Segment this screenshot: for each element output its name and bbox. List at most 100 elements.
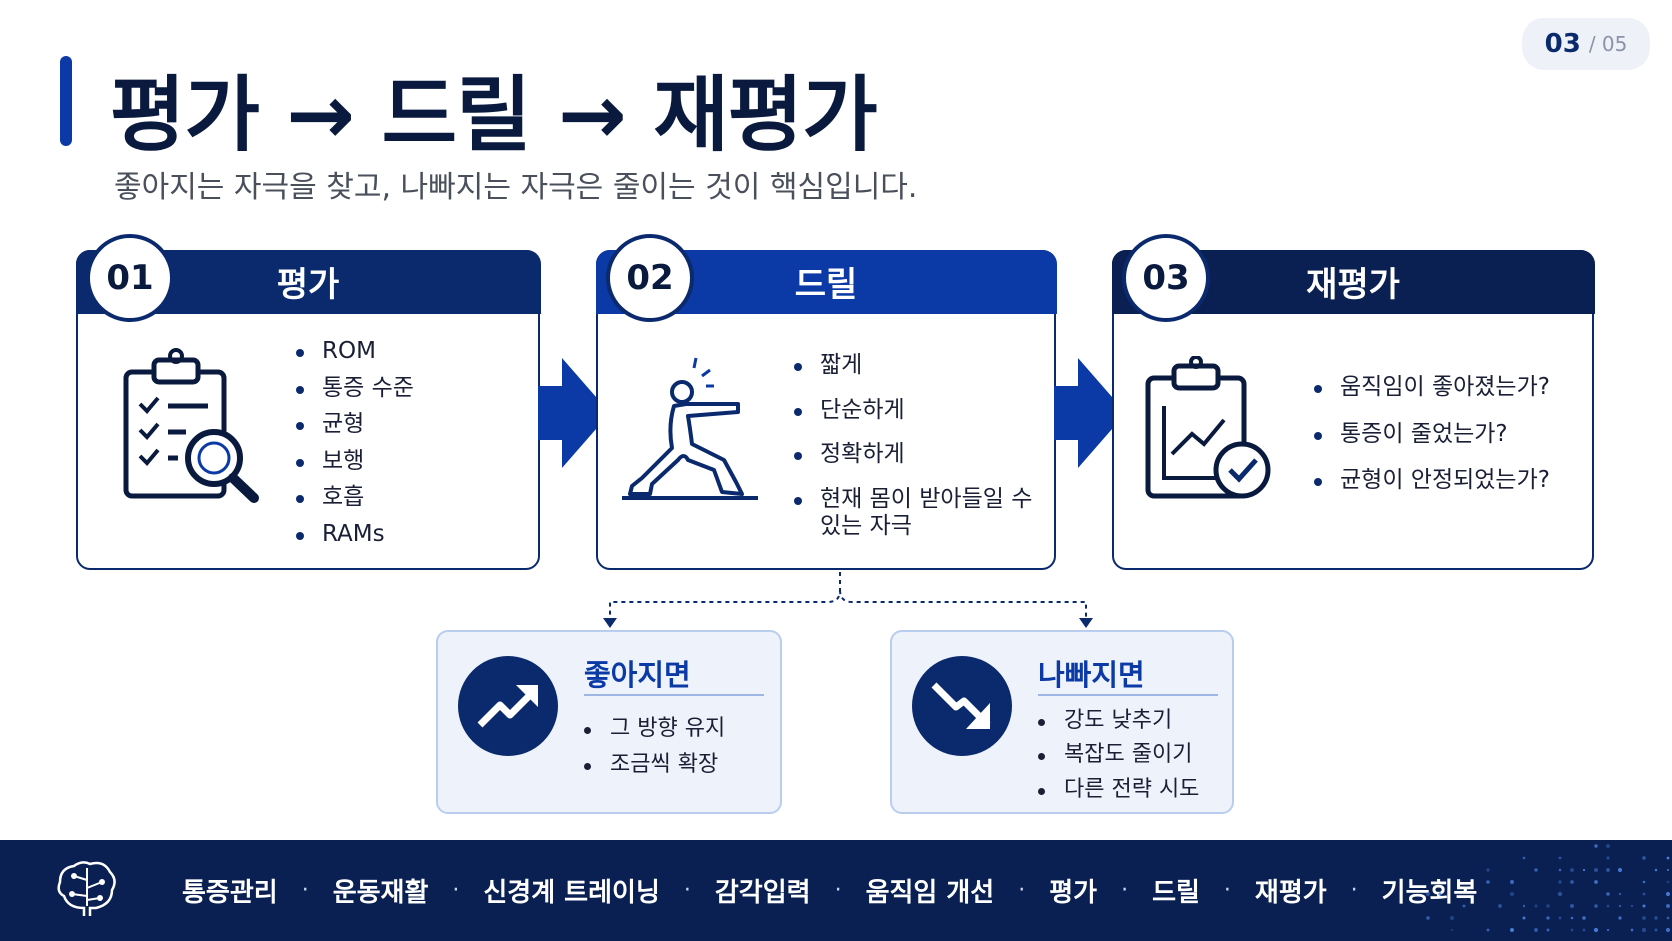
list-item: 그 방향 유지 — [584, 716, 725, 742]
decorative-dot — [1594, 844, 1597, 847]
clipboard-checklist-magnifier-icon — [122, 348, 262, 508]
decorative-dot — [1547, 929, 1550, 932]
outcome-items-list: 강도 낮추기 복잡도 줄이기 다른 전략 시도 — [1038, 708, 1199, 811]
decorative-dot — [1606, 868, 1610, 872]
decorative-dot — [1546, 916, 1549, 919]
outcome-items-list: 그 방향 유지 조금씩 확장 — [584, 716, 725, 789]
outcome-icon-circle — [912, 656, 1012, 756]
decorative-dot — [1534, 928, 1538, 932]
decorative-dot — [1558, 892, 1562, 896]
decorative-dot — [1583, 869, 1585, 871]
decorative-dot — [1451, 929, 1453, 931]
footer-nav-item[interactable]: 감각입력 — [715, 872, 811, 909]
step-label: 재평가 — [1306, 257, 1400, 306]
outcome-icon-circle — [458, 656, 558, 756]
footer-nav-item[interactable]: 재평가 — [1255, 872, 1327, 909]
footer-nav-item[interactable]: 드릴 — [1152, 872, 1200, 909]
decorative-dot — [1570, 880, 1574, 884]
page-title: 평가 → 드릴 → 재평가 — [110, 48, 877, 167]
decorative-dot — [1642, 856, 1645, 859]
list-item: RAMs — [296, 521, 414, 549]
footer-bar: 통증관리·운동재활·신경계 트레이닝·감각입력·움직임 개선·평가·드릴·재평가… — [0, 840, 1672, 941]
list-item: 정확하게 — [794, 441, 1034, 469]
step-number-badge: 03 — [1122, 234, 1210, 322]
footer-nav-separator: · — [302, 878, 309, 903]
footer-nav-item[interactable]: 통증관리 — [182, 872, 278, 909]
decorative-dot — [1438, 892, 1441, 895]
decorative-dot — [1594, 868, 1598, 872]
list-item: 다른 전략 시도 — [1038, 777, 1199, 803]
list-item: 강도 낮추기 — [1038, 708, 1199, 734]
decorative-dot — [1594, 928, 1598, 932]
decorative-dot — [1642, 928, 1646, 932]
list-item: 조금씩 확장 — [584, 752, 725, 778]
decorative-dot — [1607, 929, 1609, 931]
decorative-dot — [1426, 916, 1430, 920]
decorative-dot — [1643, 893, 1646, 896]
decorative-dot — [1655, 869, 1658, 872]
decorative-dot — [1570, 904, 1574, 908]
footer-nav-separator: · — [835, 878, 842, 903]
divider — [584, 694, 764, 696]
decorative-dot — [1570, 868, 1574, 872]
decorative-dot — [1642, 904, 1645, 907]
decorative-dot — [1607, 905, 1610, 908]
decorative-dot — [1666, 904, 1670, 908]
list-item: 현재 몸이 받아들일 수 있는 자극 — [794, 486, 1034, 541]
decorative-dot — [1510, 928, 1514, 932]
outcome-improved-panel: 좋아지면 그 방향 유지 조금씩 확장 — [436, 630, 782, 814]
decorative-dot — [1631, 929, 1634, 932]
decorative-dot — [1510, 880, 1514, 884]
decorative-dot — [1643, 881, 1646, 884]
outcome-worsened-panel: 나빠지면 강도 낮추기 복잡도 줄이기 다른 전략 시도 — [890, 630, 1234, 814]
trend-up-icon — [476, 681, 540, 731]
decorative-dot — [1654, 916, 1657, 919]
decorative-dot — [1606, 844, 1610, 848]
decorative-dot — [1619, 905, 1621, 907]
step-card-reevaluation: 재평가 03 움직임이 좋아졌는가? 통증이 줄었는가? 균형이 안정되었는가? — [1112, 250, 1594, 570]
outcome-title: 나빠지면 — [1038, 652, 1145, 694]
decorative-dot — [1666, 928, 1670, 932]
decorative-dot — [1486, 868, 1490, 872]
decorative-dot — [1594, 904, 1598, 908]
footer-nav-item[interactable]: 운동재활 — [333, 872, 429, 909]
step-label: 평가 — [277, 257, 340, 306]
footer-nav-separator: · — [1018, 878, 1025, 903]
decorative-dot — [1642, 916, 1646, 920]
decorative-dot — [1559, 857, 1562, 860]
decorative-dot — [1546, 904, 1550, 908]
decorative-dot — [1498, 904, 1502, 908]
footer-nav-item[interactable]: 움직임 개선 — [866, 872, 995, 909]
list-item: 균형이 안정되었는가? — [1314, 467, 1550, 495]
page-total: / 05 — [1589, 32, 1628, 56]
list-item: 짧게 — [794, 352, 1034, 380]
footer-nav-separator: · — [684, 878, 691, 903]
clipboard-chart-check-icon — [1144, 356, 1284, 506]
decorative-dot — [1667, 917, 1670, 920]
page-current: 03 — [1545, 29, 1581, 59]
footer-nav-item[interactable]: 신경계 트레이닝 — [483, 872, 660, 909]
footer-nav-separator: · — [1224, 878, 1231, 903]
decorative-dot — [1534, 904, 1537, 907]
decorative-dot — [1655, 929, 1658, 932]
decorative-dot — [1534, 868, 1537, 871]
list-item: 단순하게 — [794, 397, 1034, 425]
decorative-dot — [1667, 881, 1670, 884]
step-items-list: 움직임이 좋아졌는가? 통증이 줄었는가? 균형이 안정되었는가? — [1314, 374, 1550, 514]
lunge-exercise-figure-icon — [618, 356, 768, 506]
decorative-dot — [1450, 916, 1454, 920]
decorative-dot — [1583, 929, 1586, 932]
list-item: ROM — [296, 338, 414, 366]
list-item: 통증 수준 — [296, 375, 414, 403]
decorative-dot — [1510, 892, 1514, 896]
outcome-title: 좋아지면 — [584, 652, 691, 694]
decorative-dot — [1618, 868, 1622, 872]
title-accent-bar — [60, 56, 72, 146]
step-items-list: 짧게 단순하게 정확하게 현재 몸이 받아들일 수 있는 자극 — [794, 352, 1034, 558]
decorative-dot — [1559, 869, 1562, 872]
decorative-dot — [1594, 880, 1598, 884]
footer-nav-item[interactable]: 평가 — [1049, 872, 1097, 909]
page-counter: 03 / 05 — [1522, 18, 1650, 70]
footer-nav-separator: · — [452, 878, 459, 903]
list-item: 호흡 — [296, 484, 414, 512]
